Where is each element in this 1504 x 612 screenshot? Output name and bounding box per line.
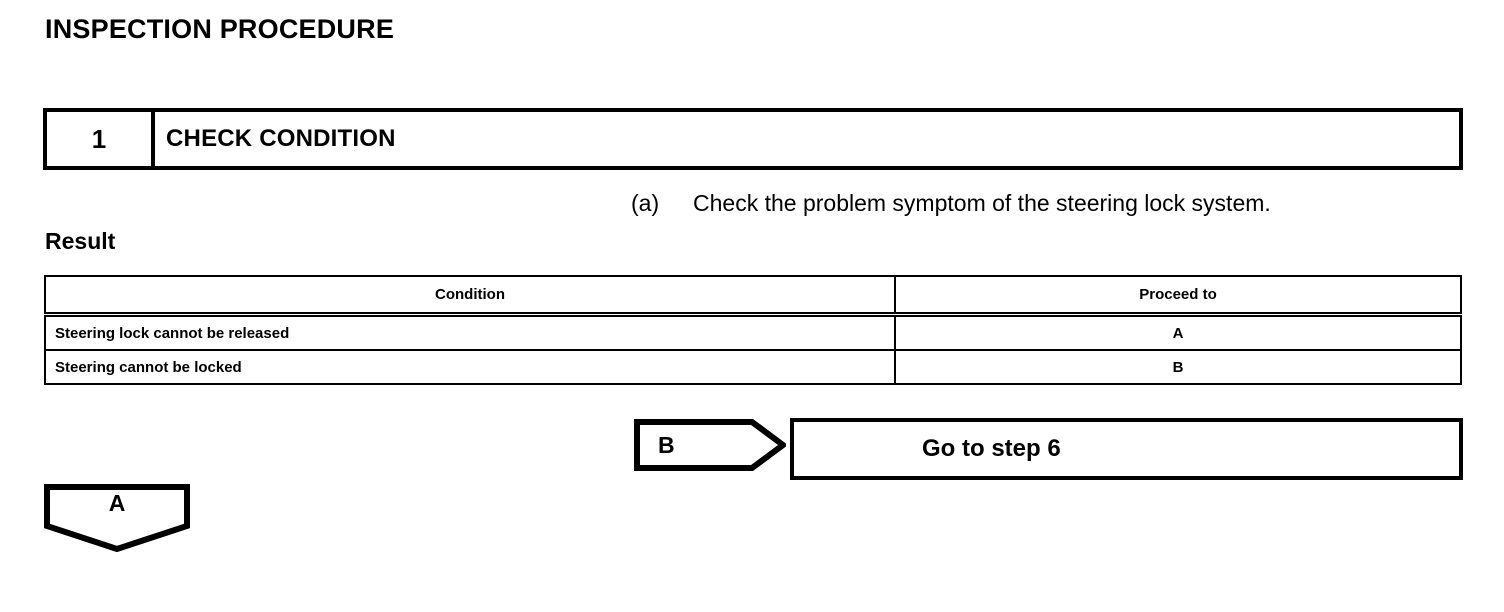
step-header-box: 1 CHECK CONDITION xyxy=(43,108,1463,170)
result-table: Condition Proceed to Steering lock canno… xyxy=(44,275,1462,385)
column-header-proceed-to: Proceed to xyxy=(894,275,1462,314)
connector-b-arrow-icon xyxy=(634,419,786,471)
table-header-row: Condition Proceed to xyxy=(44,275,1462,314)
instruction-line: (a) Check the problem symptom of the ste… xyxy=(631,190,1271,217)
table-row: Steering cannot be locked B xyxy=(44,349,1462,385)
connector-b: B xyxy=(634,419,786,471)
header-double-rule xyxy=(45,312,1461,316)
result-label: Result xyxy=(45,228,116,254)
cell-condition: Steering cannot be locked xyxy=(44,349,896,385)
instruction-text: Check the problem symptom of the steerin… xyxy=(693,190,1271,216)
instruction-marker: (a) xyxy=(631,190,660,216)
cell-proceed-to: A xyxy=(894,315,1462,351)
page-title: INSPECTION PROCEDURE xyxy=(45,14,395,44)
goto-step-label: Go to step 6 xyxy=(922,435,1061,462)
rule-cell-left xyxy=(45,312,895,316)
step-number: 1 xyxy=(47,112,155,166)
cell-condition: Steering lock cannot be released xyxy=(44,315,896,351)
connector-a: A xyxy=(44,484,190,552)
rule-cell-right xyxy=(895,312,1461,316)
table-row: Steering lock cannot be released A xyxy=(44,315,1462,351)
cell-proceed-to: B xyxy=(894,349,1462,385)
column-header-condition: Condition xyxy=(44,275,896,314)
connector-a-pentagon-icon xyxy=(44,484,190,552)
step-title: CHECK CONDITION xyxy=(166,125,396,152)
goto-step-box[interactable]: Go to step 6 xyxy=(790,418,1463,480)
connector-a-label: A xyxy=(108,490,126,516)
connector-b-label: B xyxy=(658,431,675,458)
